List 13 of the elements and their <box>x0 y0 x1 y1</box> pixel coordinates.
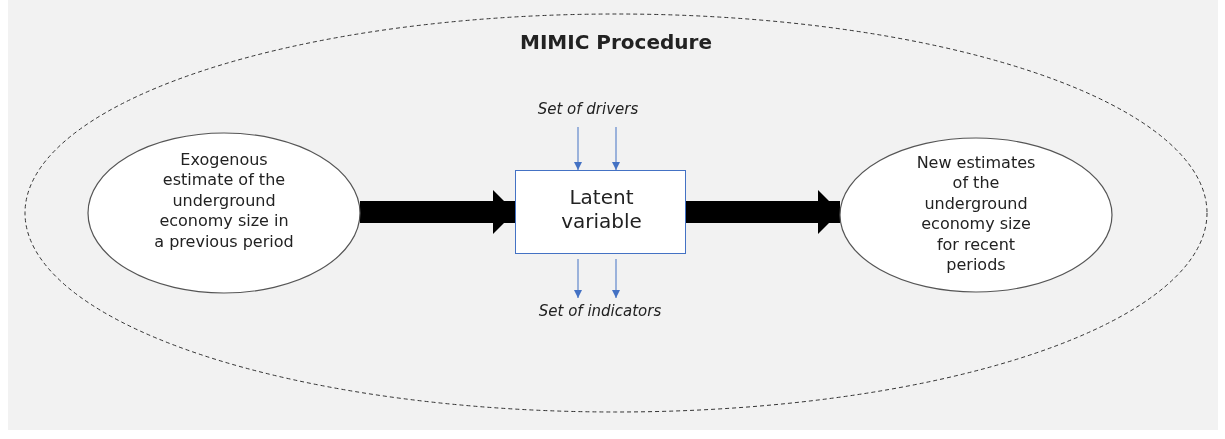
indicators-label: Set of indicators <box>537 302 663 320</box>
variable-label: Latent variable <box>560 185 643 233</box>
arrow <box>612 126 620 171</box>
variable-box <box>515 170 686 254</box>
arrow <box>574 126 582 171</box>
arrow <box>612 258 620 299</box>
thick-arrow <box>360 190 515 234</box>
group-heading: MIMIC Procedure <box>519 30 713 54</box>
arrow <box>574 258 582 299</box>
drivers-label: Set of drivers <box>536 100 640 118</box>
estimate-text: New estimates of the underground economy size for recent periods <box>915 153 1037 276</box>
thick-arrow <box>686 190 840 234</box>
estimate-text: Exogenous estimate of the underground economy size in a previous period <box>154 150 294 253</box>
